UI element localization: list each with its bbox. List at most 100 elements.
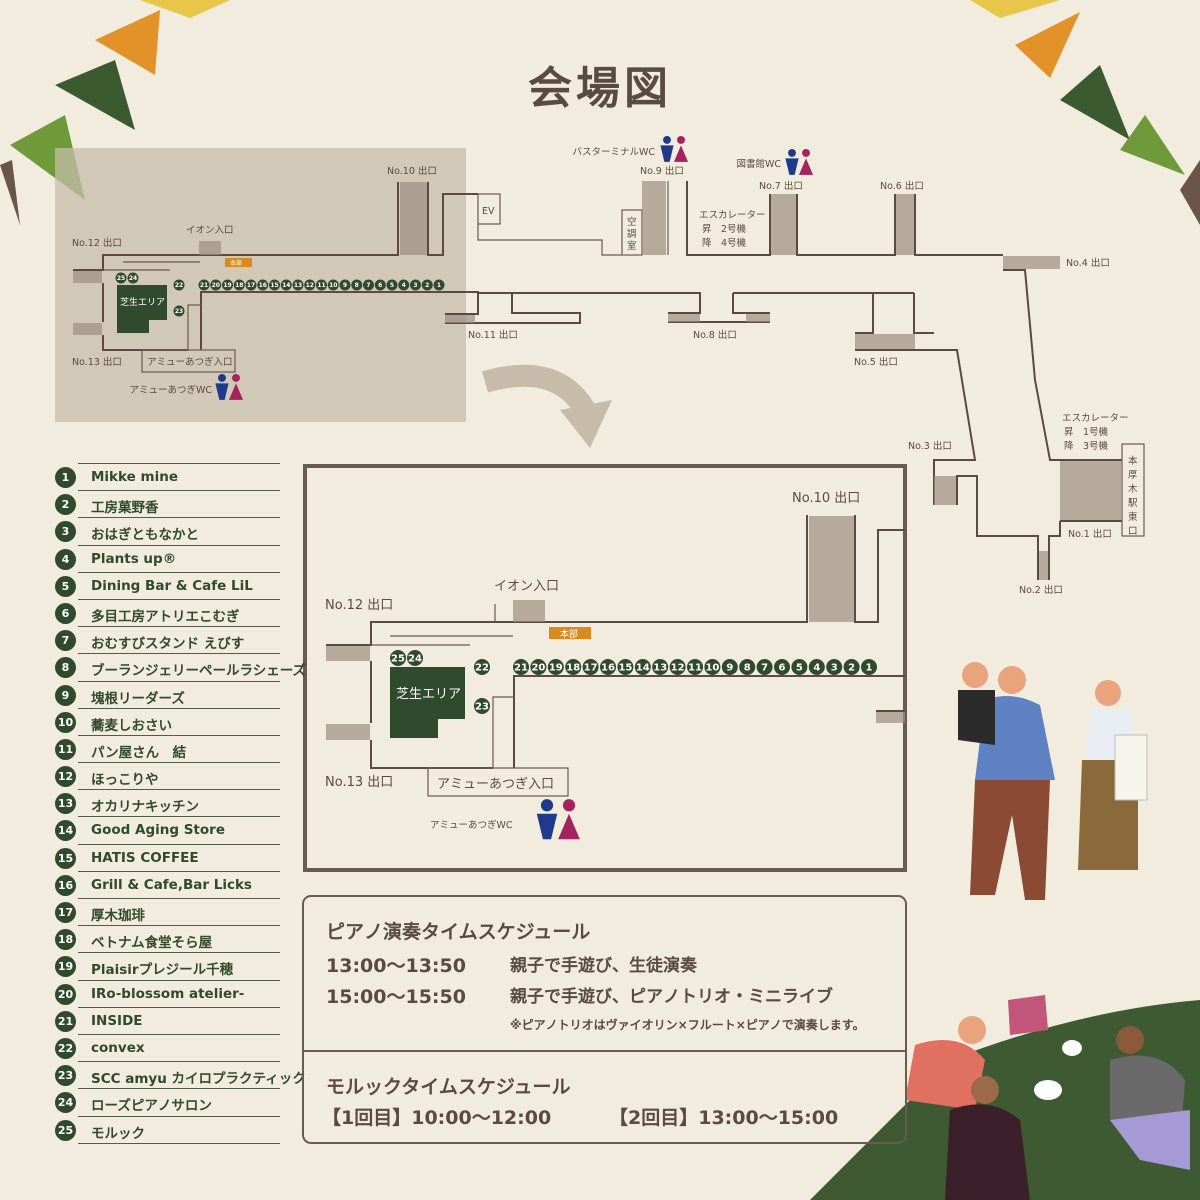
stall-marker [861, 659, 877, 675]
stall-marker-number: 24 [129, 275, 137, 282]
stall-marker-number: 20 [212, 282, 220, 289]
svg-text:降 4号機: 降 4号機 [702, 237, 747, 249]
svg-text:アミューあつぎ入口: アミューあつぎ入口 [147, 356, 233, 368]
svg-text:東: 東 [1128, 511, 1138, 523]
stall-marker [843, 659, 860, 675]
divider [78, 653, 280, 655]
svg-text:No.6 出口: No.6 出口 [880, 180, 924, 192]
divider [78, 680, 280, 682]
svg-text:イオン入口: イオン入口 [186, 225, 234, 236]
stall-marker [363, 279, 374, 291]
svg-text:木: 木 [1128, 483, 1138, 495]
stall-marker [826, 659, 843, 675]
detail-stall-markers: 1234567891011121314151617181920212223242… [390, 650, 877, 714]
svg-text:芝生エリア: 芝生エリア [120, 296, 165, 308]
stall-marker-number: 5 [390, 282, 394, 289]
female-restroom-icon [228, 373, 244, 400]
divider [78, 1088, 280, 1090]
stall-marker-number: 8 [355, 282, 359, 289]
divider [78, 1142, 280, 1144]
stall-marker [669, 659, 686, 675]
family-illustration [958, 662, 1148, 900]
stall-marker-number: 5 [796, 663, 803, 674]
vendor-number-badge: 17 [55, 902, 76, 923]
piano-desc-1: 親子で手遊び、生徒演奏 [510, 956, 697, 976]
stall-marker [634, 659, 651, 675]
stall-marker-number: 14 [636, 663, 650, 674]
svg-text:昇 2号機: 昇 2号機 [702, 223, 747, 235]
stall-marker [582, 659, 599, 675]
piano-note: ※ピアノトリオはヴァイオリン×フルート×ピアノで演奏します。 [510, 1018, 865, 1032]
stall-marker [316, 279, 327, 291]
divider [78, 626, 280, 628]
picnic-hill-illustration [810, 995, 1200, 1200]
overview-map-walls [73, 181, 1145, 580]
vendor-number-badge: 3 [55, 521, 76, 543]
divider [78, 789, 280, 791]
divider [78, 870, 280, 872]
molkky-schedule-title: モルックタイムスケジュール [326, 1076, 571, 1098]
vendor-name: convex [91, 1039, 145, 1056]
svg-text:No.3 出口: No.3 出口 [908, 440, 952, 452]
stall-marker [756, 659, 773, 675]
stall-marker-number: 4 [402, 282, 406, 289]
stall-marker-number: 21 [514, 663, 528, 674]
divider [78, 734, 280, 736]
stall-marker-number: 10 [329, 282, 337, 289]
stall-marker [421, 279, 433, 291]
stall-marker-number: 17 [584, 663, 598, 674]
stall-marker-number: 11 [688, 663, 702, 674]
vendor-number-badge: 4 [55, 548, 76, 570]
detail-map-frame [303, 464, 907, 872]
piano-time-1: 13:00〜13:50 [326, 955, 466, 977]
stall-marker-number: 2 [848, 663, 855, 674]
svg-text:EV: EV [482, 206, 495, 217]
stall-marker-number: 2 [425, 282, 429, 289]
vendor-number-badge: 13 [55, 793, 76, 815]
male-restroom-icon [785, 148, 799, 175]
divider [78, 952, 280, 954]
vendor-name: INSIDE [91, 1012, 143, 1029]
stall-marker-number: 20 [531, 663, 545, 674]
stall-marker-number: 13 [294, 282, 302, 289]
svg-text:イオン入口: イオン入口 [494, 579, 559, 594]
vendor-name: ほっこりや [91, 772, 159, 789]
stall-marker-number: 15 [618, 663, 632, 674]
wc-icons [215, 135, 814, 840]
female-restroom-icon [558, 799, 580, 840]
svg-text:降 3号機: 降 3号機 [1064, 440, 1109, 452]
vendor-name: ブーランジェリーペールラシェーズ [91, 663, 307, 680]
stall-marker-number: 18 [235, 282, 243, 289]
stall-marker [407, 650, 423, 666]
vendor-number-badge: 9 [55, 684, 76, 706]
vendor-number-badge: 20 [55, 983, 76, 1005]
svg-text:No.12 出口: No.12 出口 [325, 598, 393, 613]
stall-marker-number: 23 [175, 308, 183, 315]
stall-marker [433, 279, 445, 291]
divider [78, 1033, 280, 1035]
stall-marker-number: 18 [566, 663, 580, 674]
female-restroom-icon [673, 135, 689, 162]
stall-marker-number: 1 [437, 282, 441, 289]
svg-text:No.13 出口: No.13 出口 [325, 775, 393, 790]
svg-text:No.4 出口: No.4 出口 [1066, 257, 1110, 269]
stall-marker-number: 25 [117, 275, 125, 282]
vendor-name: モルック [91, 1125, 145, 1142]
vendor-number-badge: 15 [55, 847, 76, 869]
vendor-name: 塊根リーダーズ [91, 690, 185, 707]
stall-marker-number: 10 [705, 663, 719, 674]
detail-map-walls [326, 515, 905, 797]
divider [78, 571, 280, 573]
stall-marker-number: 3 [831, 663, 838, 674]
stall-marker [222, 279, 233, 291]
vendor-name: ベトナム食堂そら屋 [91, 935, 213, 952]
vendor-name: Plaisirプレジール千穂 [91, 962, 234, 979]
